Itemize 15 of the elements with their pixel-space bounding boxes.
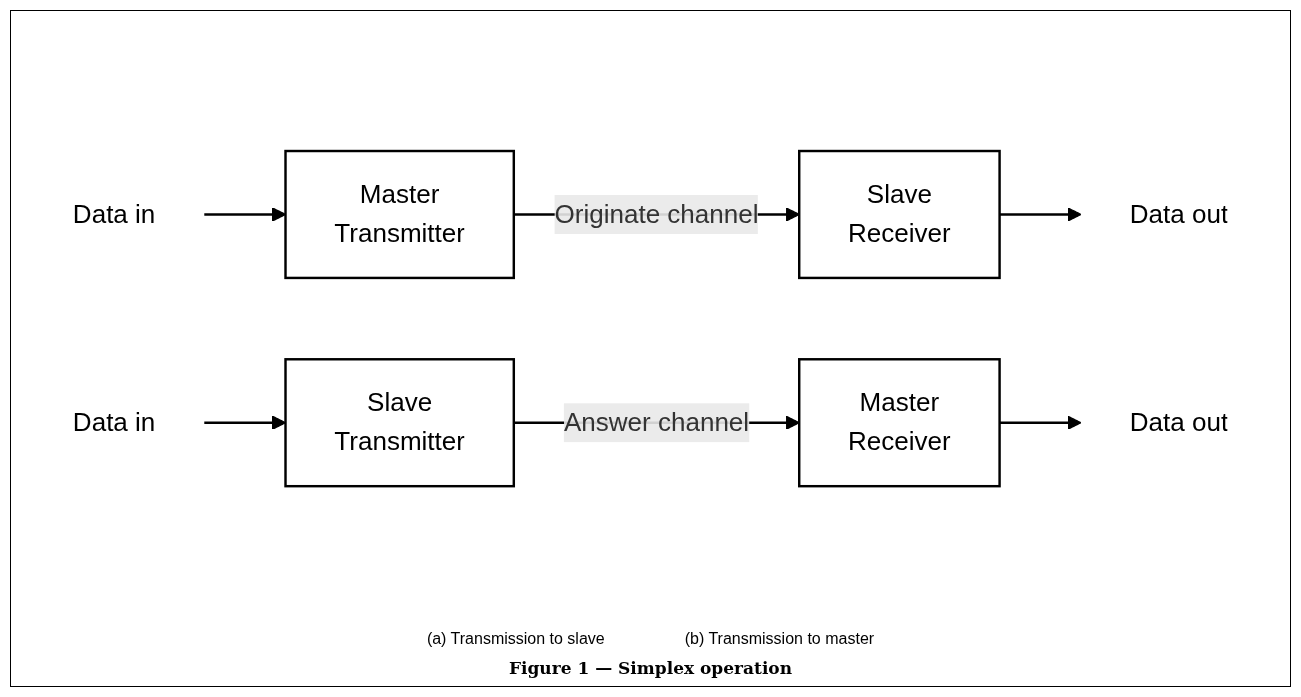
- node-box: Slave Transmitter: [284, 357, 515, 488]
- sub-caption: (b) Transmission to master: [684, 630, 875, 648]
- node-box: Master Receiver: [798, 357, 1001, 488]
- sub-caption: (a) Transmission to slave: [426, 630, 605, 648]
- node-text: Data in: [72, 199, 156, 228]
- edge-label: Answer channel: [563, 407, 750, 436]
- node-text: Data in: [72, 407, 156, 436]
- edge-label: Originate channel: [554, 199, 759, 228]
- node-box: Master Transmitter: [284, 149, 515, 280]
- arrow: [999, 207, 1082, 222]
- figure-caption: Figure 1 — Simplex operation: [508, 658, 793, 678]
- node-text: Data out: [1129, 407, 1229, 436]
- arrow: [999, 415, 1082, 430]
- node-box: Slave Receiver: [798, 149, 1001, 280]
- node-text: Data out: [1129, 199, 1229, 228]
